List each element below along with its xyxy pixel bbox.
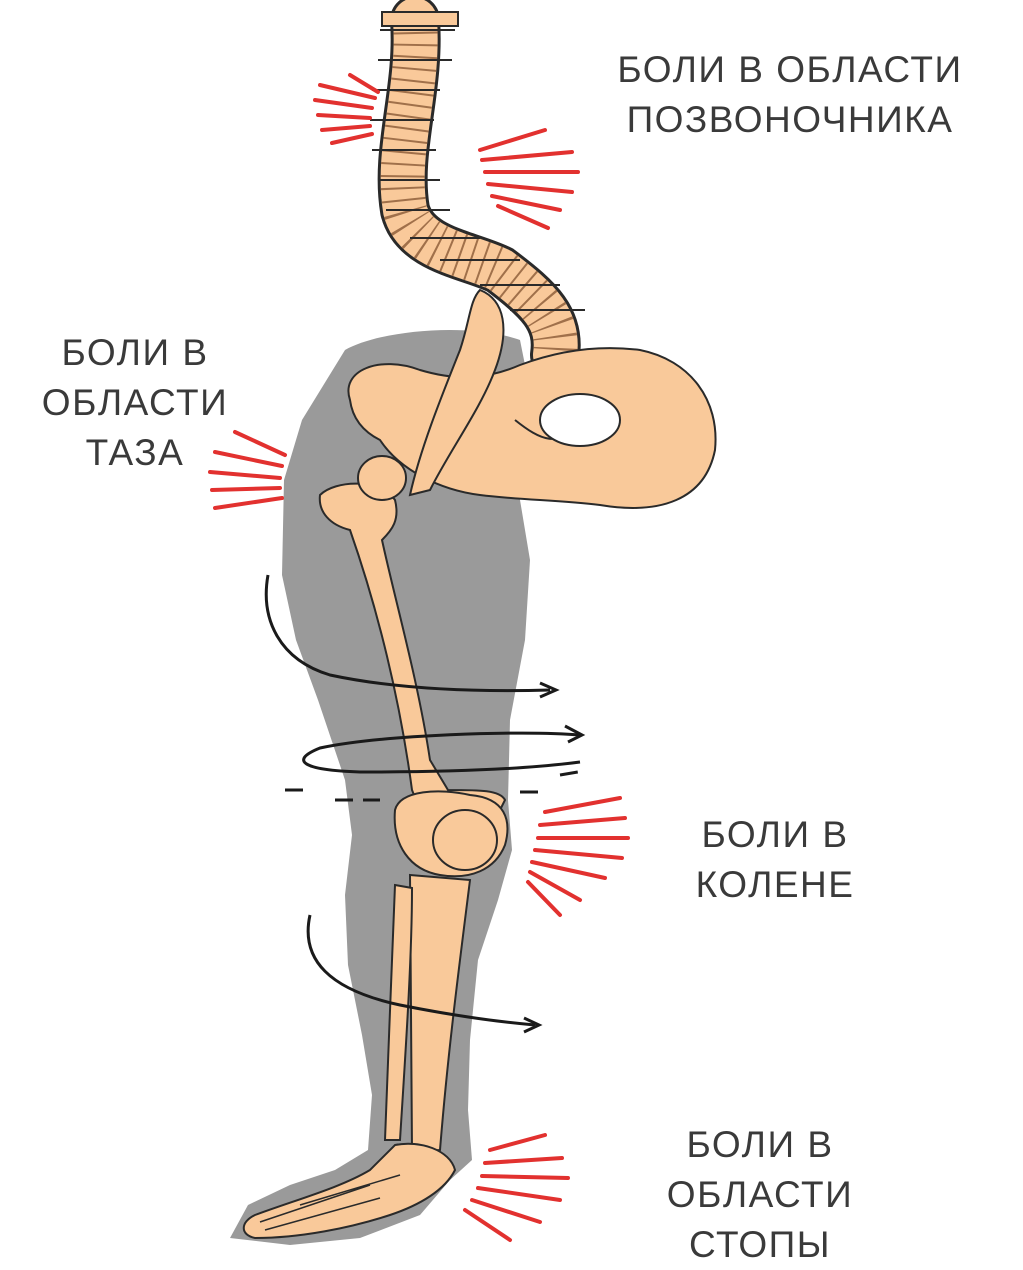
label-pelvis-pain: БОЛИ В ОБЛАСТИ ТАЗА <box>0 328 270 478</box>
label-knee-pain: БОЛИ В КОЛЕНЕ <box>650 810 900 910</box>
label-line: БОЛИ В <box>0 328 270 378</box>
label-line: ОБЛАСТИ <box>0 378 270 428</box>
label-line: СТОПЫ <box>630 1220 890 1270</box>
pain-rays-icon <box>528 798 628 915</box>
label-foot-pain: БОЛИ В ОБЛАСТИ СТОПЫ <box>630 1120 890 1270</box>
label-line: КОЛЕНЕ <box>650 860 900 910</box>
label-spine-pain: БОЛИ В ОБЛАСТИ ПОЗВОНОЧНИКА <box>560 45 1020 145</box>
label-line: ТАЗА <box>0 428 270 478</box>
label-line: БОЛИ В ОБЛАСТИ <box>560 45 1020 95</box>
label-line: БОЛИ В <box>630 1120 890 1170</box>
label-line: ПОЗВОНОЧНИКА <box>560 95 1020 145</box>
label-line: ОБЛАСТИ <box>630 1170 890 1220</box>
pain-rays-icon <box>465 1135 568 1240</box>
pain-rays-icon <box>315 75 378 143</box>
label-line: БОЛИ В <box>650 810 900 860</box>
